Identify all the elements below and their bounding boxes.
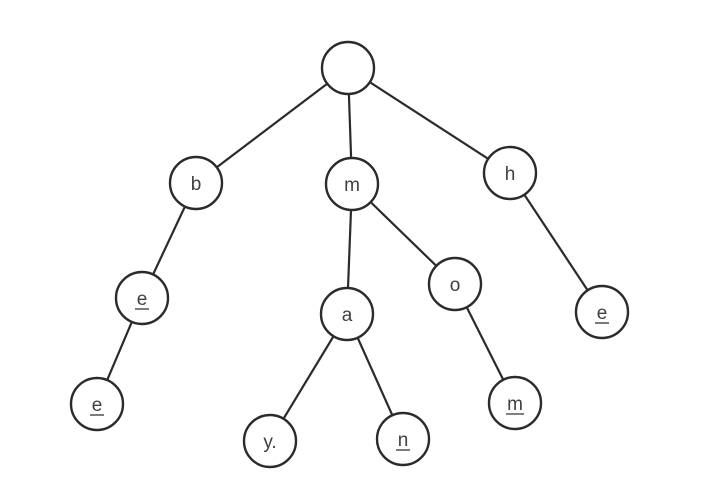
tree-node-e1 bbox=[114, 270, 170, 326]
node-label-m: m bbox=[344, 175, 360, 196]
node-label-a: a bbox=[342, 305, 353, 326]
tree-node-root bbox=[320, 40, 376, 96]
tree-node-e2 bbox=[69, 376, 125, 432]
node-label-e2: e bbox=[92, 395, 103, 416]
node-label-y: y. bbox=[263, 432, 276, 453]
tree-node-n bbox=[375, 411, 431, 467]
tree-node-m2 bbox=[487, 375, 543, 431]
node-label-o: o bbox=[450, 275, 461, 296]
edge-root-b bbox=[195, 67, 349, 184]
tree-node-a bbox=[319, 286, 375, 342]
tree-node-y bbox=[242, 413, 298, 469]
node-label-n: n bbox=[398, 430, 409, 451]
tree-node-b bbox=[168, 155, 224, 211]
tree-node-m bbox=[324, 156, 380, 212]
node-label-e1: e bbox=[137, 289, 148, 310]
edge-h-e3 bbox=[509, 172, 603, 313]
tree-node-h bbox=[482, 145, 538, 201]
node-label-h: h bbox=[505, 164, 516, 185]
node-label-e3: e bbox=[597, 303, 608, 324]
tree-node-e3 bbox=[574, 284, 630, 340]
node-label-b: b bbox=[191, 174, 202, 195]
edge-root-h bbox=[347, 67, 511, 174]
tree-node-o bbox=[427, 256, 483, 312]
node-label-m2: m bbox=[507, 394, 523, 415]
